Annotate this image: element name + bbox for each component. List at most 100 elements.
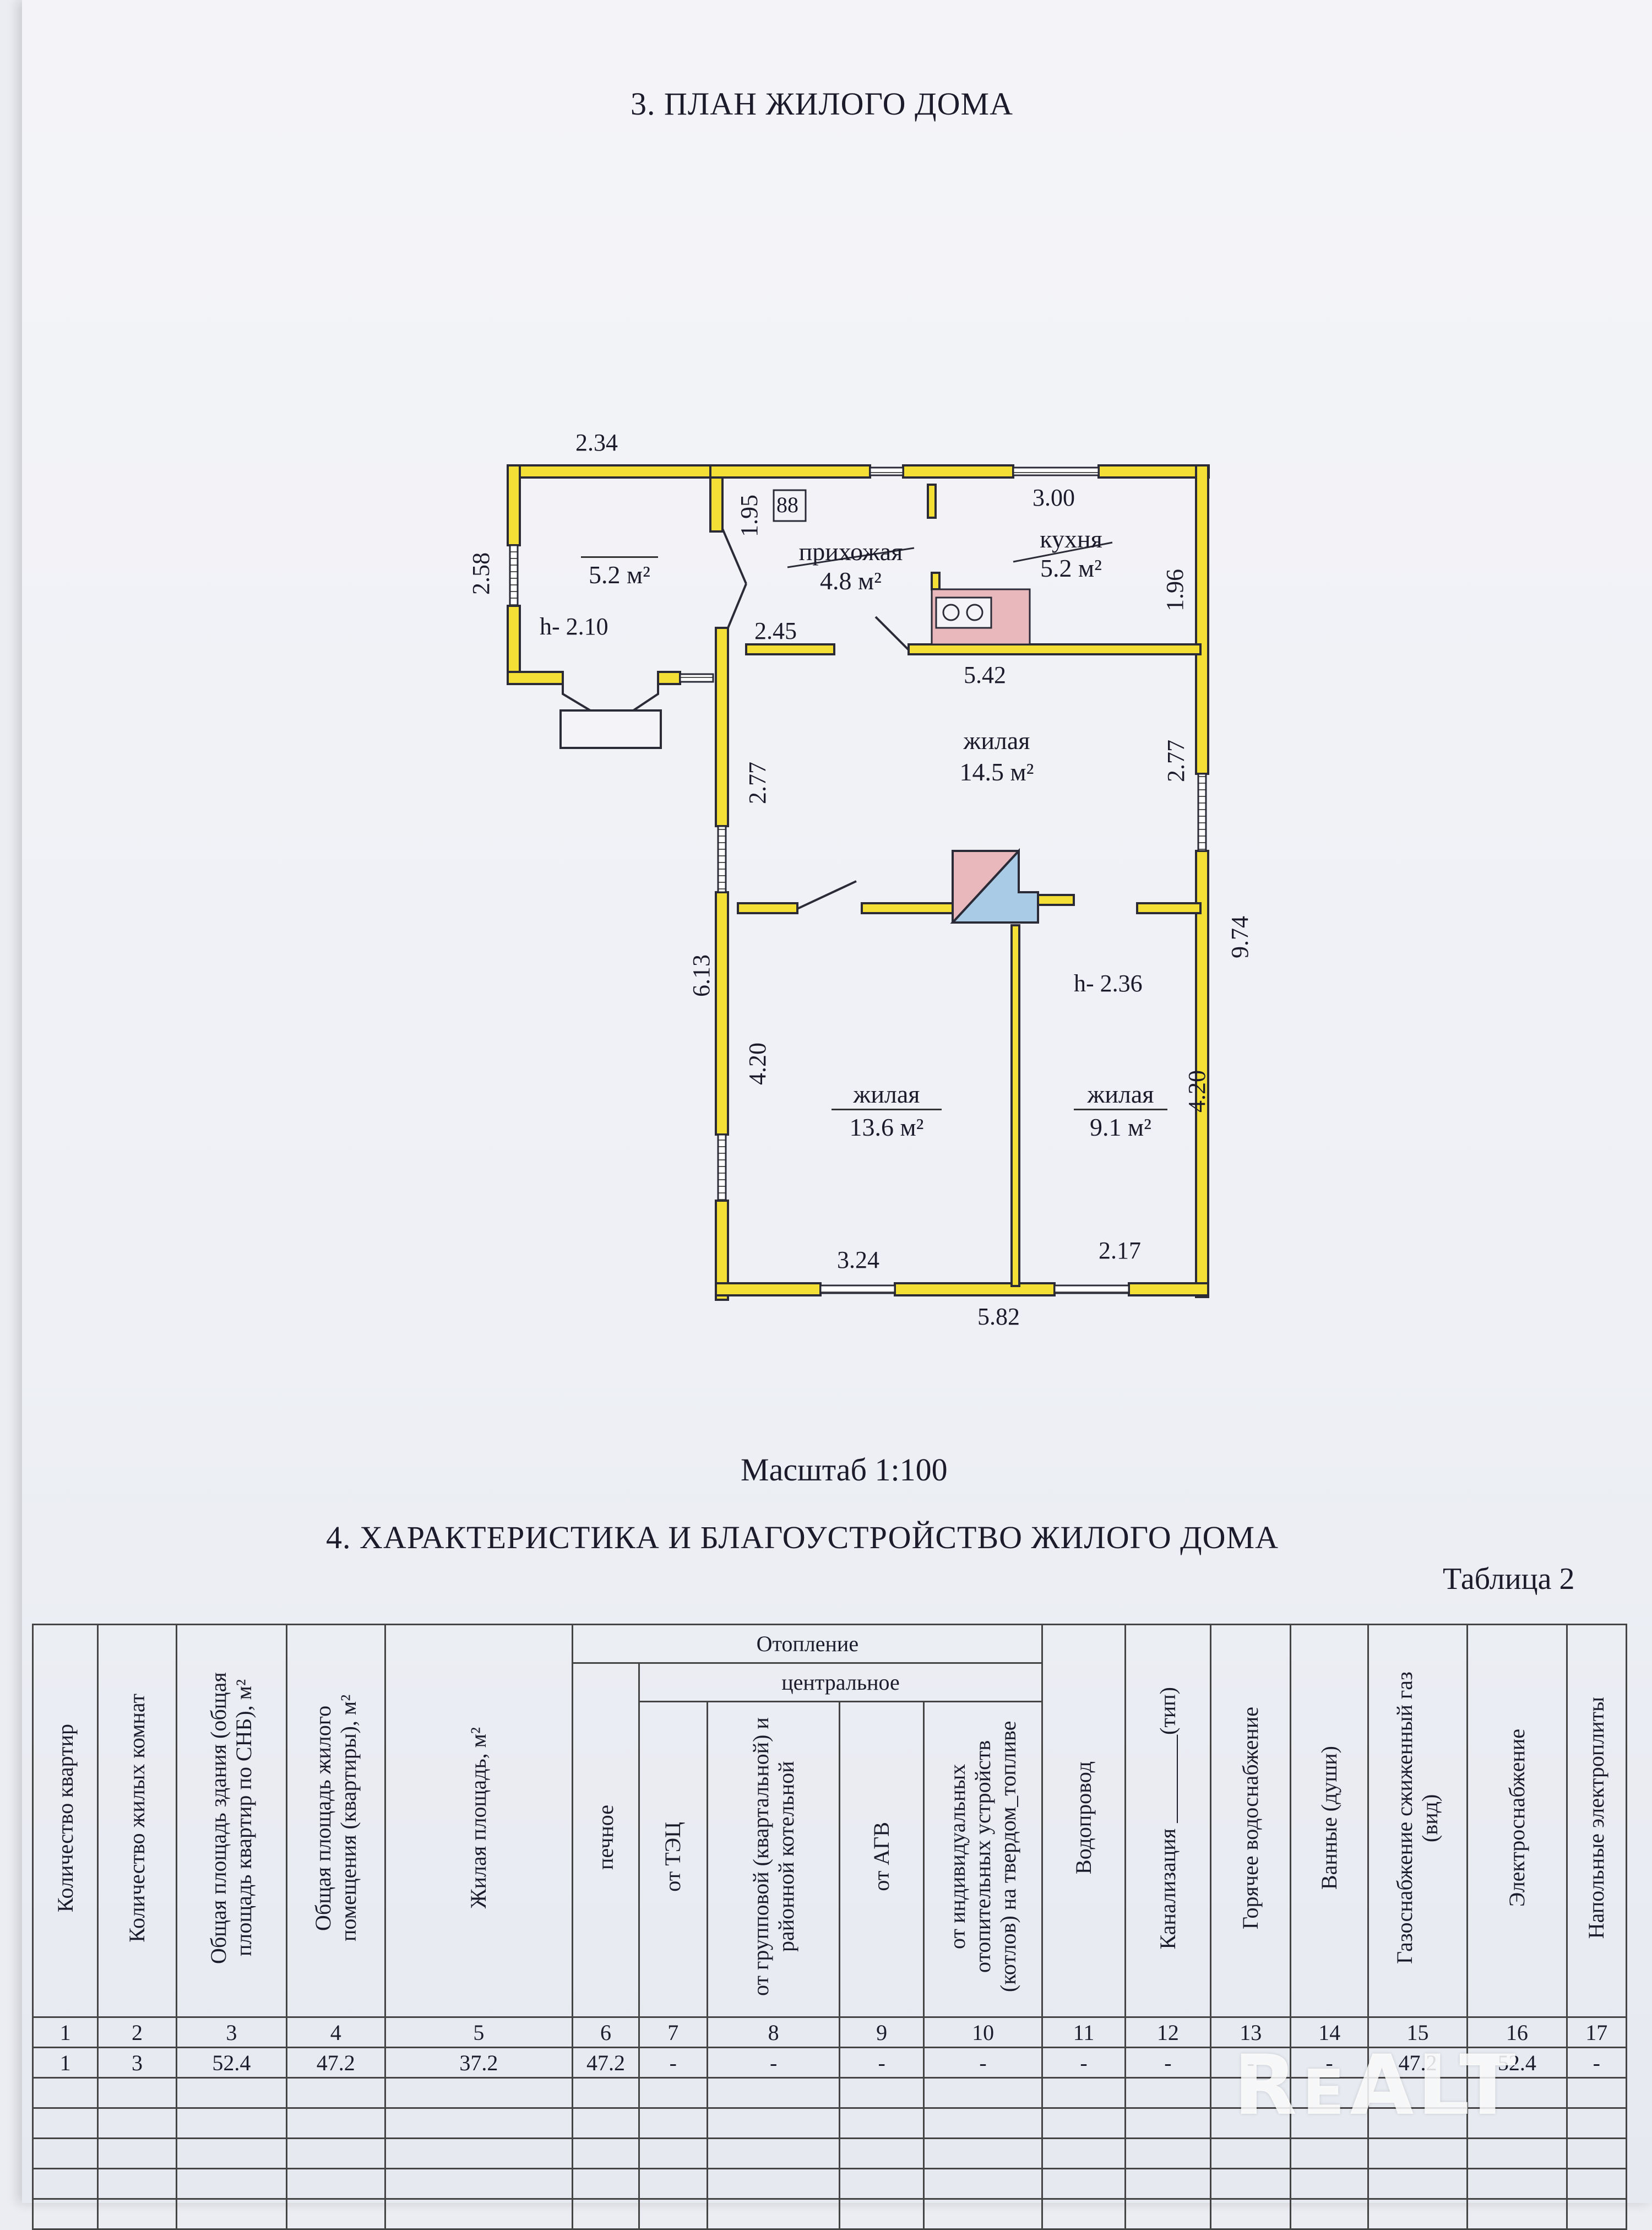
porch: [562, 678, 659, 712]
table-cell: 5: [384, 2016, 574, 2048]
table-cell: 14: [1290, 2016, 1369, 2048]
table-cell: 4: [286, 2016, 386, 2048]
window: [717, 1133, 727, 1202]
table-row-empty: [31, 2137, 1628, 2169]
header-cell: от групповой (квартальной) и районной ко…: [706, 1701, 841, 2018]
table-cell: [839, 2168, 925, 2200]
table-cell: [1290, 2107, 1369, 2139]
header-cell: печное: [572, 1662, 640, 2018]
wall: [507, 464, 722, 479]
table-cell: [1367, 2168, 1469, 2200]
dimension-label: 1.96: [1161, 569, 1188, 611]
table-cell: [1210, 2137, 1292, 2169]
header-cell: от АГВ: [839, 1701, 925, 2018]
table-row-empty: [31, 2107, 1628, 2139]
porch-step: [559, 709, 662, 749]
table-cell: 9: [839, 2016, 925, 2048]
dimension-label: 3.24: [837, 1246, 879, 1273]
header-cell: Ванные (души): [1290, 1624, 1369, 2018]
table-cell: [638, 2137, 708, 2169]
wall: [931, 572, 941, 590]
room-living-main: жилая 14.5 м²: [959, 726, 1034, 786]
table-cell: [1367, 2137, 1469, 2169]
ceiling-height-label: h- 2.10: [540, 613, 608, 640]
dimension-label: 2.34: [575, 429, 618, 456]
meter-box: [773, 489, 807, 522]
wall: [861, 902, 957, 914]
window: [869, 466, 904, 476]
table-cell: -: [839, 2047, 925, 2079]
table-cell: [1290, 2137, 1369, 2169]
table-cell: [706, 2198, 841, 2230]
dimension-label: 9.74: [1226, 916, 1253, 958]
table-cell: [1210, 2168, 1292, 2200]
table-cell: [97, 2077, 177, 2109]
table-cell: [839, 2107, 925, 2139]
table-caption: Таблица 2: [1443, 1562, 1575, 1596]
header-cell: Количество жилых комнат: [97, 1624, 177, 2018]
header-cell: от ТЭЦ: [638, 1701, 708, 2018]
leader-line: [1013, 541, 1113, 563]
table-cell: [1041, 2198, 1126, 2230]
door-swing: [874, 616, 910, 651]
room-kitchen: кухня 5.2 м²: [1040, 525, 1102, 582]
table-row-empty: [31, 2077, 1628, 2109]
table-cell: [1466, 2107, 1568, 2139]
table-cell: [1041, 2107, 1126, 2139]
wall: [894, 1282, 1056, 1296]
wall: [715, 891, 729, 1136]
meter-label: 88: [776, 492, 798, 517]
table-cell: [922, 2107, 1044, 2139]
header-cell: Общая площадь жилого помещения (квартиры…: [286, 1624, 386, 2018]
ceiling-height-label: h- 2.36: [1074, 970, 1143, 997]
table-cell: [286, 2198, 386, 2230]
leader-line: [787, 547, 915, 568]
wall: [715, 627, 729, 827]
table-cell: [1210, 2107, 1292, 2139]
table-cell: [175, 2077, 288, 2109]
table-cell: [286, 2107, 386, 2139]
table-cell: [1367, 2198, 1469, 2230]
table-cell: [1041, 2168, 1126, 2200]
table-cell: [175, 2137, 288, 2169]
table-cell: [175, 2198, 288, 2230]
table-cell: [1290, 2077, 1369, 2109]
wall: [507, 464, 521, 546]
wall: [927, 484, 937, 519]
table-cell: 47.2: [1367, 2047, 1469, 2079]
table-cell: 47.2: [286, 2047, 386, 2079]
table-cell: 37.2: [384, 2047, 574, 2079]
wall: [1136, 902, 1202, 914]
scale-label: Масштаб 1:100: [741, 1452, 948, 1488]
door-swing: [797, 880, 857, 910]
table-cell: [1466, 2168, 1568, 2200]
dimension-label: 4.20: [744, 1043, 771, 1085]
table-cell: [384, 2077, 574, 2109]
dimension-label: 2.77: [744, 762, 771, 804]
table-cell: [572, 2107, 640, 2139]
table-cell: [572, 2198, 640, 2230]
table-cell: [839, 2077, 925, 2109]
table-cell: [922, 2077, 1044, 2109]
header-cell: Общая площадь здания (общая площадь квар…: [175, 1624, 288, 2018]
room-living-right: жилая 9.1 м²: [1074, 1079, 1167, 1142]
window: [1012, 466, 1100, 476]
table-cell: 16: [1466, 2016, 1568, 2048]
table-cell: [384, 2198, 574, 2230]
table-cell: [384, 2168, 574, 2200]
table-cell: 13: [1210, 2016, 1292, 2048]
header-cell: Канализация ________(тип): [1124, 1624, 1212, 2018]
table-cell: [1290, 2198, 1369, 2230]
table-cell: [384, 2137, 574, 2169]
table-cell: [97, 2107, 177, 2139]
header-group-heating: Отопление: [572, 1624, 1044, 1664]
table-cell: 47.2: [572, 2047, 640, 2079]
wall: [745, 643, 835, 655]
table-cell: [1466, 2198, 1568, 2230]
dimension-label: 2.77: [1162, 740, 1189, 782]
table-cell: 11: [1041, 2016, 1126, 2048]
wall: [1034, 894, 1075, 906]
table-cell: [31, 2077, 99, 2109]
table-cell: 2: [97, 2016, 177, 2048]
table-cell: [638, 2198, 708, 2230]
